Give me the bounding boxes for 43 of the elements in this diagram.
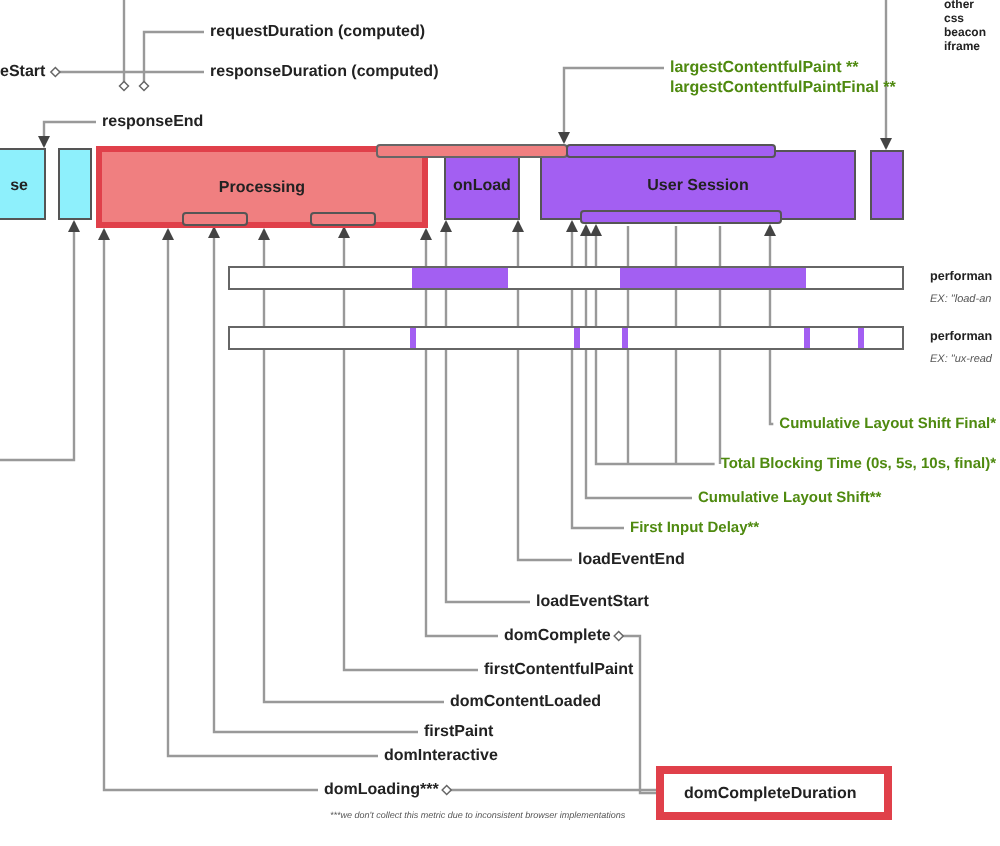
metric-label: firstPaint [424,722,494,742]
metric-label: loadEventStart [536,592,649,612]
leader-line [138,30,204,92]
leader-line [118,0,130,92]
progress-bar [376,144,568,158]
metric-label: largestContentfulPaintFinal ** [670,78,896,98]
metric-label: eStart [0,62,46,82]
progress-bar [566,144,776,158]
phase-box: Processing [96,146,428,228]
metric-label: firstContentfulPaint [484,660,634,680]
arrow [98,228,318,792]
metric-label: domContentLoaded [450,692,602,712]
leader-line [50,66,204,78]
bracket-bar [182,212,248,226]
metric-label: responseEnd [102,112,204,132]
arrow [258,228,444,704]
metric-box: domCompleteDuration [656,766,892,820]
arrow [558,66,664,144]
arrow [38,120,96,148]
phase-box: se [0,148,46,220]
phase-box [870,150,904,220]
metric-label: loadEventEnd [578,550,685,570]
arrow [512,220,572,562]
leader-line [441,784,656,796]
arrow [338,226,478,672]
metric-label: requestDuration (computed) [210,22,426,42]
arrow [208,226,418,734]
arrow [420,228,498,638]
arrow [580,224,692,500]
metric-label: largestContentfulPaint ** [670,58,861,78]
metric-label: responseDuration (computed) [210,62,439,82]
arrow [566,220,624,530]
leader-line [613,630,656,795]
metric-label: domLoading*** [324,780,439,800]
metric-label: domInteractive [384,746,498,766]
arrow [440,220,530,604]
leader-line [0,220,80,462]
arrow [162,228,378,758]
leader-line [880,0,892,150]
metric-label: domComplete [504,626,611,646]
bracket-bar [580,210,782,224]
bracket-bar [310,212,376,226]
phase-box [58,148,92,220]
